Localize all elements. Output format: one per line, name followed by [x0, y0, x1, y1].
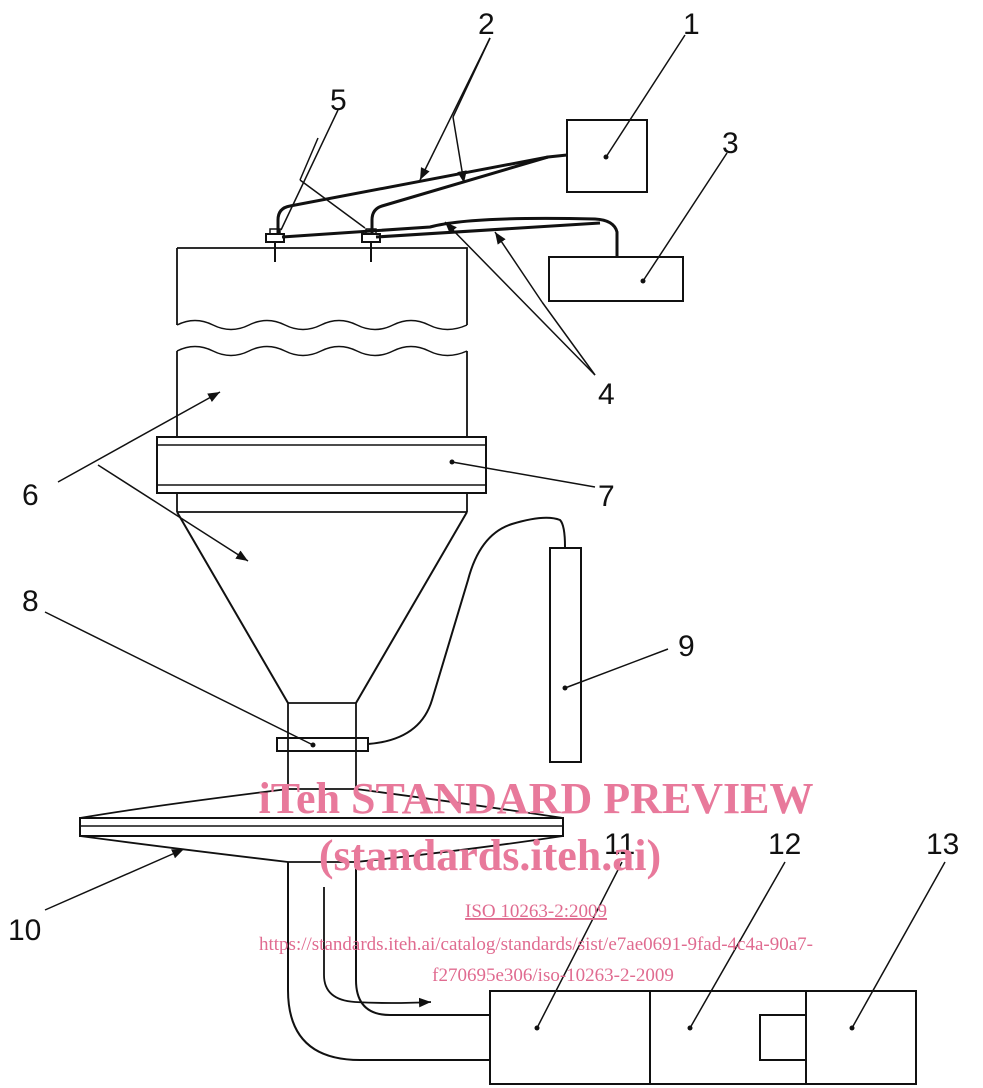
cable-8-9	[367, 516, 566, 745]
callout-7: 7	[598, 480, 615, 513]
outlet-pipe	[287, 862, 490, 1061]
callout-1: 1	[683, 8, 700, 41]
callout-11: 11	[604, 828, 635, 861]
watermark-doc-ref[interactable]: ISO 10263-2:2009	[465, 901, 607, 922]
unit-box-11	[489, 990, 651, 1085]
unit-box-13	[805, 990, 917, 1085]
sensor-right	[361, 228, 381, 262]
vessel-top-section	[176, 247, 468, 331]
cables-4	[281, 216, 619, 257]
leader-lines	[44, 34, 946, 1029]
callout-6: 6	[22, 479, 39, 512]
unit-box-3	[548, 256, 684, 302]
band-sensor-8	[276, 737, 369, 752]
watermark-url-line2[interactable]: f270695e306/iso-10263-2-2009	[432, 965, 674, 986]
watermark-title: iTeh STANDARD PREVIEW	[259, 774, 814, 823]
callout-9: 9	[678, 630, 695, 663]
watermark-subtitle: (standards.iteh.ai)	[319, 831, 661, 880]
vessel-middle-section	[176, 345, 468, 437]
hopper-cone	[176, 511, 468, 789]
watermark-url-line1[interactable]: https://standards.iteh.ai/catalog/standa…	[259, 934, 813, 955]
callout-3: 3	[722, 127, 739, 160]
callout-10: 10	[8, 914, 41, 947]
callout-2: 2	[478, 8, 495, 41]
filter-housing-10	[79, 788, 564, 863]
sensor-left	[265, 228, 285, 262]
clamp-ring-7	[156, 436, 487, 513]
callout-12: 12	[768, 828, 801, 861]
meter-9	[549, 547, 582, 763]
unit-box-12	[649, 990, 807, 1085]
callout-8: 8	[22, 585, 39, 618]
callout-13: 13	[926, 828, 959, 861]
callout-4: 4	[598, 378, 615, 411]
callout-5: 5	[330, 84, 347, 117]
cables-2	[276, 153, 568, 233]
